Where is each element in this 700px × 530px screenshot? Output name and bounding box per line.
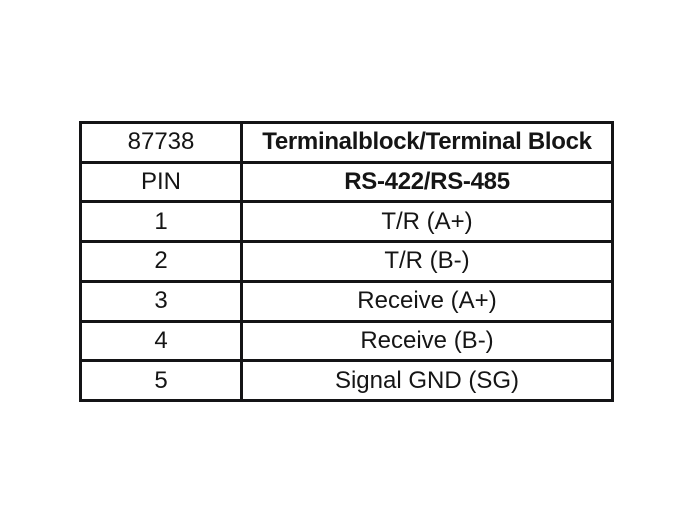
- pin-header-cell: PIN: [79, 160, 243, 204]
- interface-header-cell: RS-422/RS-485: [240, 160, 614, 204]
- signal-name: Receive (A+): [240, 279, 614, 323]
- pin-number: 5: [79, 359, 243, 402]
- table-row: 5 Signal GND (SG): [79, 359, 614, 402]
- table-row: 3 Receive (A+): [79, 279, 614, 323]
- pin-number: 2: [79, 240, 243, 283]
- pin-number: 1: [79, 200, 243, 244]
- table-title-cell: Terminalblock/Terminal Block: [240, 121, 614, 164]
- signal-name: T/R (B-): [240, 240, 614, 283]
- pin-number: 4: [79, 319, 243, 363]
- signal-name: Signal GND (SG): [240, 359, 614, 402]
- pin-number: 3: [79, 279, 243, 323]
- table-row: 2 T/R (B-): [79, 240, 614, 283]
- table-row: 87738 Terminalblock/Terminal Block: [79, 121, 614, 164]
- table-row: PIN RS-422/RS-485: [79, 160, 614, 204]
- table-row: 4 Receive (B-): [79, 319, 614, 363]
- signal-name: T/R (A+): [240, 200, 614, 244]
- signal-name: Receive (B-): [240, 319, 614, 363]
- pinout-table: 87738 Terminalblock/Terminal Block PIN R…: [79, 121, 614, 402]
- table-row: 1 T/R (A+): [79, 200, 614, 244]
- part-number-cell: 87738: [79, 121, 243, 164]
